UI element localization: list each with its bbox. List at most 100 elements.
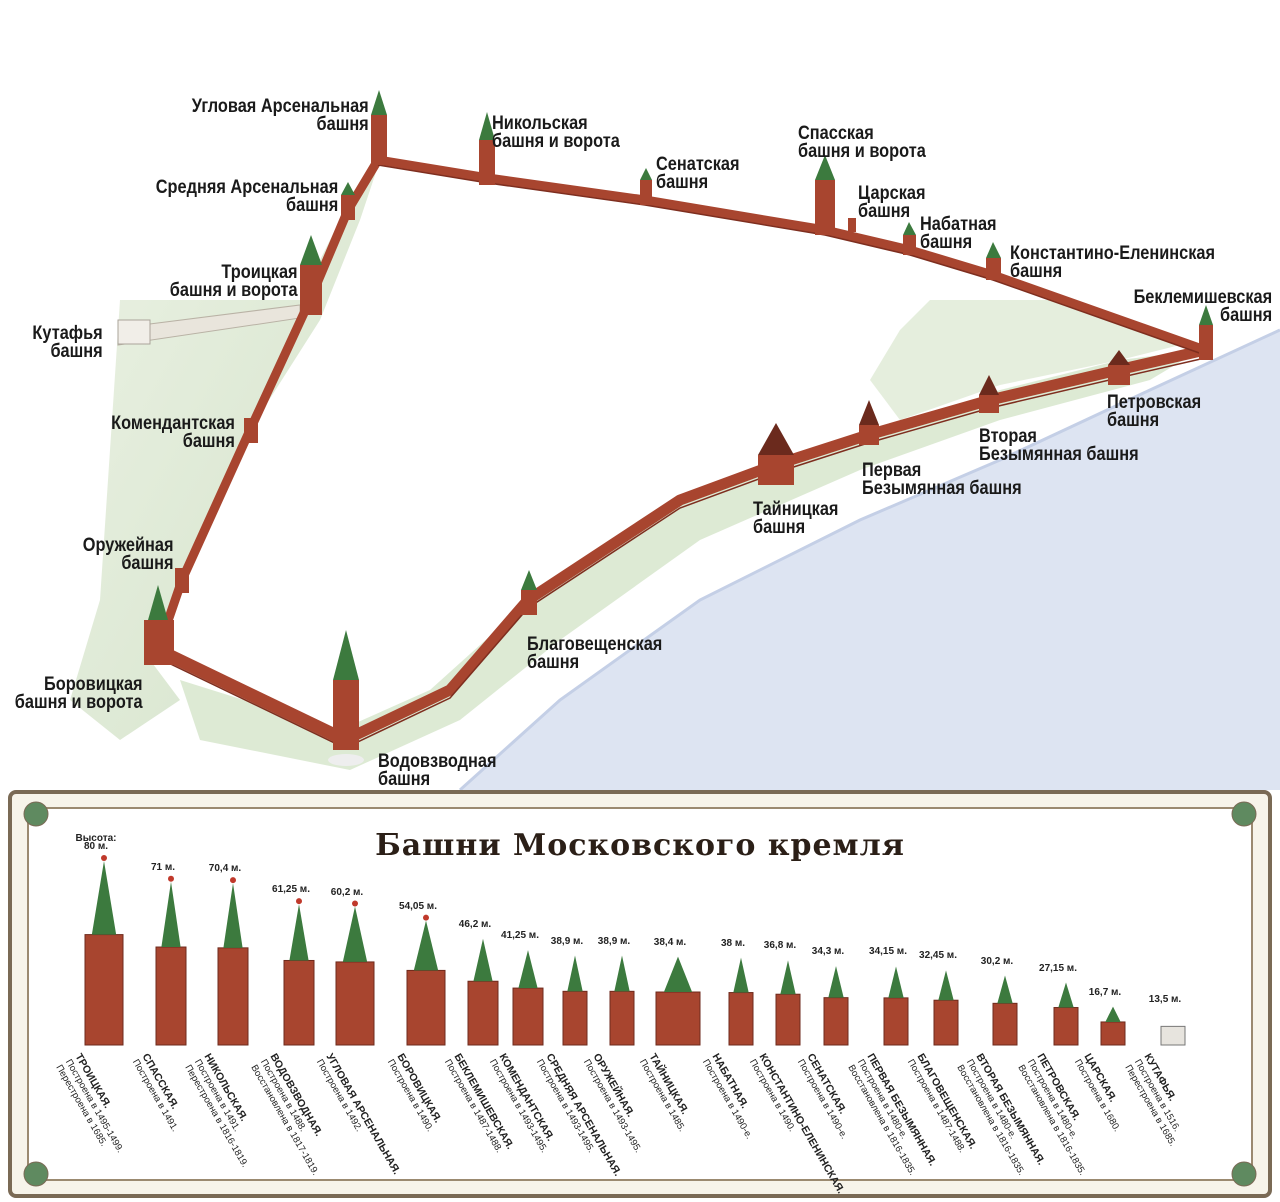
height-label: 38,4 м. [653, 936, 687, 948]
tower-roof [888, 966, 904, 998]
tower-srednyaya-arsenalnaya [341, 182, 355, 220]
ruby-star [101, 855, 107, 861]
height-label: 38,9 м. [597, 935, 631, 947]
height-label: 32,45 м. [919, 950, 957, 962]
height-label: 46,2 м. [458, 918, 492, 930]
tower-tainitskaya [758, 423, 794, 485]
tower-roof [780, 960, 796, 995]
tower-roof [733, 957, 749, 993]
height-label: 34,3 м. [811, 946, 845, 958]
tower-bar-0 [84, 855, 124, 1046]
height-label: 54,05 м. [399, 900, 437, 912]
height-label: 34,15 м. [869, 946, 907, 958]
tower-body [992, 1002, 1018, 1046]
tower-body [1053, 1007, 1079, 1046]
height-label: 70,4 м. [208, 863, 242, 875]
tower-bar-14 [883, 966, 909, 1046]
tower-roof [1058, 982, 1074, 1008]
tower-roof [614, 955, 630, 992]
ruby-star [296, 898, 302, 905]
tower-tsarskaya [848, 218, 856, 232]
tower-roof [223, 883, 243, 948]
tower-pervaya [859, 400, 879, 445]
tower-body [84, 934, 124, 1046]
tower-body [406, 969, 446, 1046]
tower-bar-9 [609, 955, 635, 1046]
height-label: 36,8 м. [763, 940, 797, 952]
tower-bar-16 [992, 975, 1018, 1046]
tower-roof [518, 950, 538, 989]
tower-bar-13 [823, 966, 849, 1046]
height-label: 27,15 м. [1039, 962, 1077, 974]
tower-bar-5 [406, 914, 446, 1046]
tower-roof [567, 955, 583, 992]
tower-troitskaya [300, 235, 322, 315]
tower-blagoveshchenskaya [521, 570, 537, 615]
height-label: 41,25 м. [501, 930, 539, 942]
ruby-star [423, 914, 429, 921]
tower-bar-6 [467, 938, 499, 1046]
tower-vtoraya [979, 375, 999, 413]
height-label: 16,7 м. [1088, 986, 1122, 998]
tower-konstantino [986, 242, 1001, 280]
tower-body [283, 959, 315, 1046]
tower-bar-11 [728, 957, 754, 1046]
tower-komendantskaya [244, 418, 258, 443]
towers-panel [8, 790, 1272, 1198]
tower-roof [413, 920, 439, 971]
tower-beklemishevskaya [1199, 305, 1213, 360]
corner-ornament [23, 801, 1257, 1187]
tower-bar-3 [283, 898, 315, 1046]
tower-roof [91, 861, 117, 935]
height-label: 38 м. [720, 937, 746, 949]
height-label: 60,2 м. [330, 886, 364, 898]
tower-bar-17 [1053, 982, 1079, 1046]
tower-bar-8 [562, 955, 588, 1046]
height-prefix: Высота: [75, 833, 117, 844]
tower-bar-12 [775, 960, 801, 1046]
tower-nabatnaya [903, 222, 916, 255]
tower-body [467, 980, 499, 1046]
tower-bar-1 [155, 875, 187, 1046]
kremlin-map [70, 90, 1280, 790]
tower-spasskaya [815, 155, 835, 235]
tower-body [512, 987, 544, 1046]
tower-vodovzvodnaya [328, 630, 364, 766]
tower-bar-2 [217, 877, 249, 1046]
tower-roof [289, 904, 309, 961]
tower-roof [1105, 1006, 1121, 1022]
tower-roof [342, 906, 368, 962]
tower-bar-19 [1160, 1025, 1186, 1046]
ruby-star [352, 900, 358, 907]
tower-body [609, 990, 635, 1046]
panel-title: Башни Московского кремля [375, 828, 905, 863]
tower-body [823, 997, 849, 1046]
embankment-green [180, 350, 1200, 770]
tower-roof [161, 881, 181, 948]
tower-roof [997, 975, 1013, 1004]
tower-bar-10 [655, 956, 701, 1046]
tower-body [775, 993, 801, 1046]
ruby-star [168, 875, 174, 882]
tower-roof [663, 956, 693, 993]
ruby-star [230, 877, 236, 884]
tower-body [1160, 1025, 1186, 1046]
tower-body [883, 997, 909, 1046]
height-label: 61,25 м. [272, 884, 310, 896]
tower-senatskaya [640, 168, 652, 205]
height-label: 80 м. [83, 841, 109, 852]
tower-bar-4 [335, 900, 375, 1046]
